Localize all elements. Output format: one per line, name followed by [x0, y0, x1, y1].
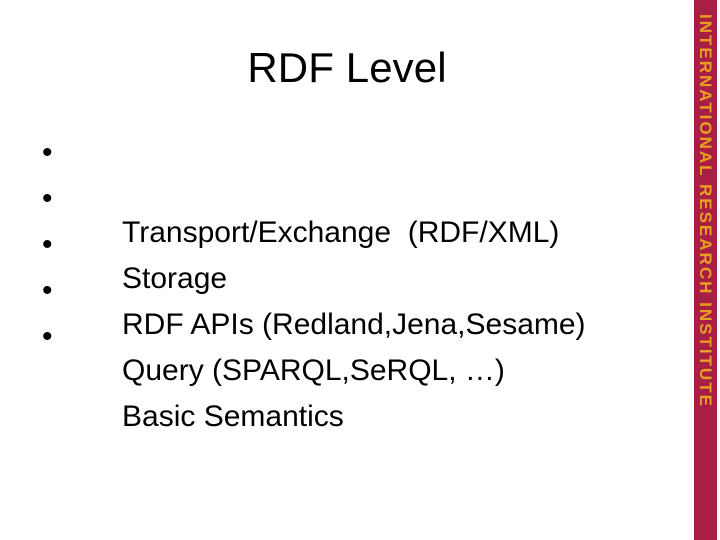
list-item: • Transport/Exchange (RDF/XML) — [0, 133, 660, 249]
list-item: • Storage — [0, 179, 660, 295]
list-item-label: RDF APIs (Redland,Jena,Sesame) — [122, 308, 586, 341]
side-banner-label: INTERNATIONAL RESEARCH INSTITUTE — [696, 14, 715, 408]
list-item: • Basic Semantics — [0, 317, 660, 433]
bullet-point-icon: • — [42, 320, 53, 353]
bullet-point-icon: • — [42, 274, 53, 307]
list-item-label: Transport/Exchange (RDF/XML) — [122, 216, 560, 249]
bullet-point-icon: • — [42, 182, 53, 215]
bullet-point-icon: • — [42, 136, 53, 169]
bullet-point-icon: • — [42, 228, 53, 261]
bullet-list: • Transport/Exchange (RDF/XML) • Storage… — [0, 133, 660, 433]
list-item: • RDF APIs (Redland,Jena,Sesame) — [0, 225, 660, 341]
list-item: • Query (SPARQL,SeRQL, …) — [0, 271, 660, 387]
list-item-label: Query (SPARQL,SeRQL, …) — [122, 354, 505, 387]
side-banner: INTERNATIONAL RESEARCH INSTITUTE — [694, 0, 717, 540]
page-title: RDF Level — [247, 44, 447, 91]
list-item-label: Storage — [122, 262, 228, 295]
list-item-label: Basic Semantics — [122, 400, 344, 433]
